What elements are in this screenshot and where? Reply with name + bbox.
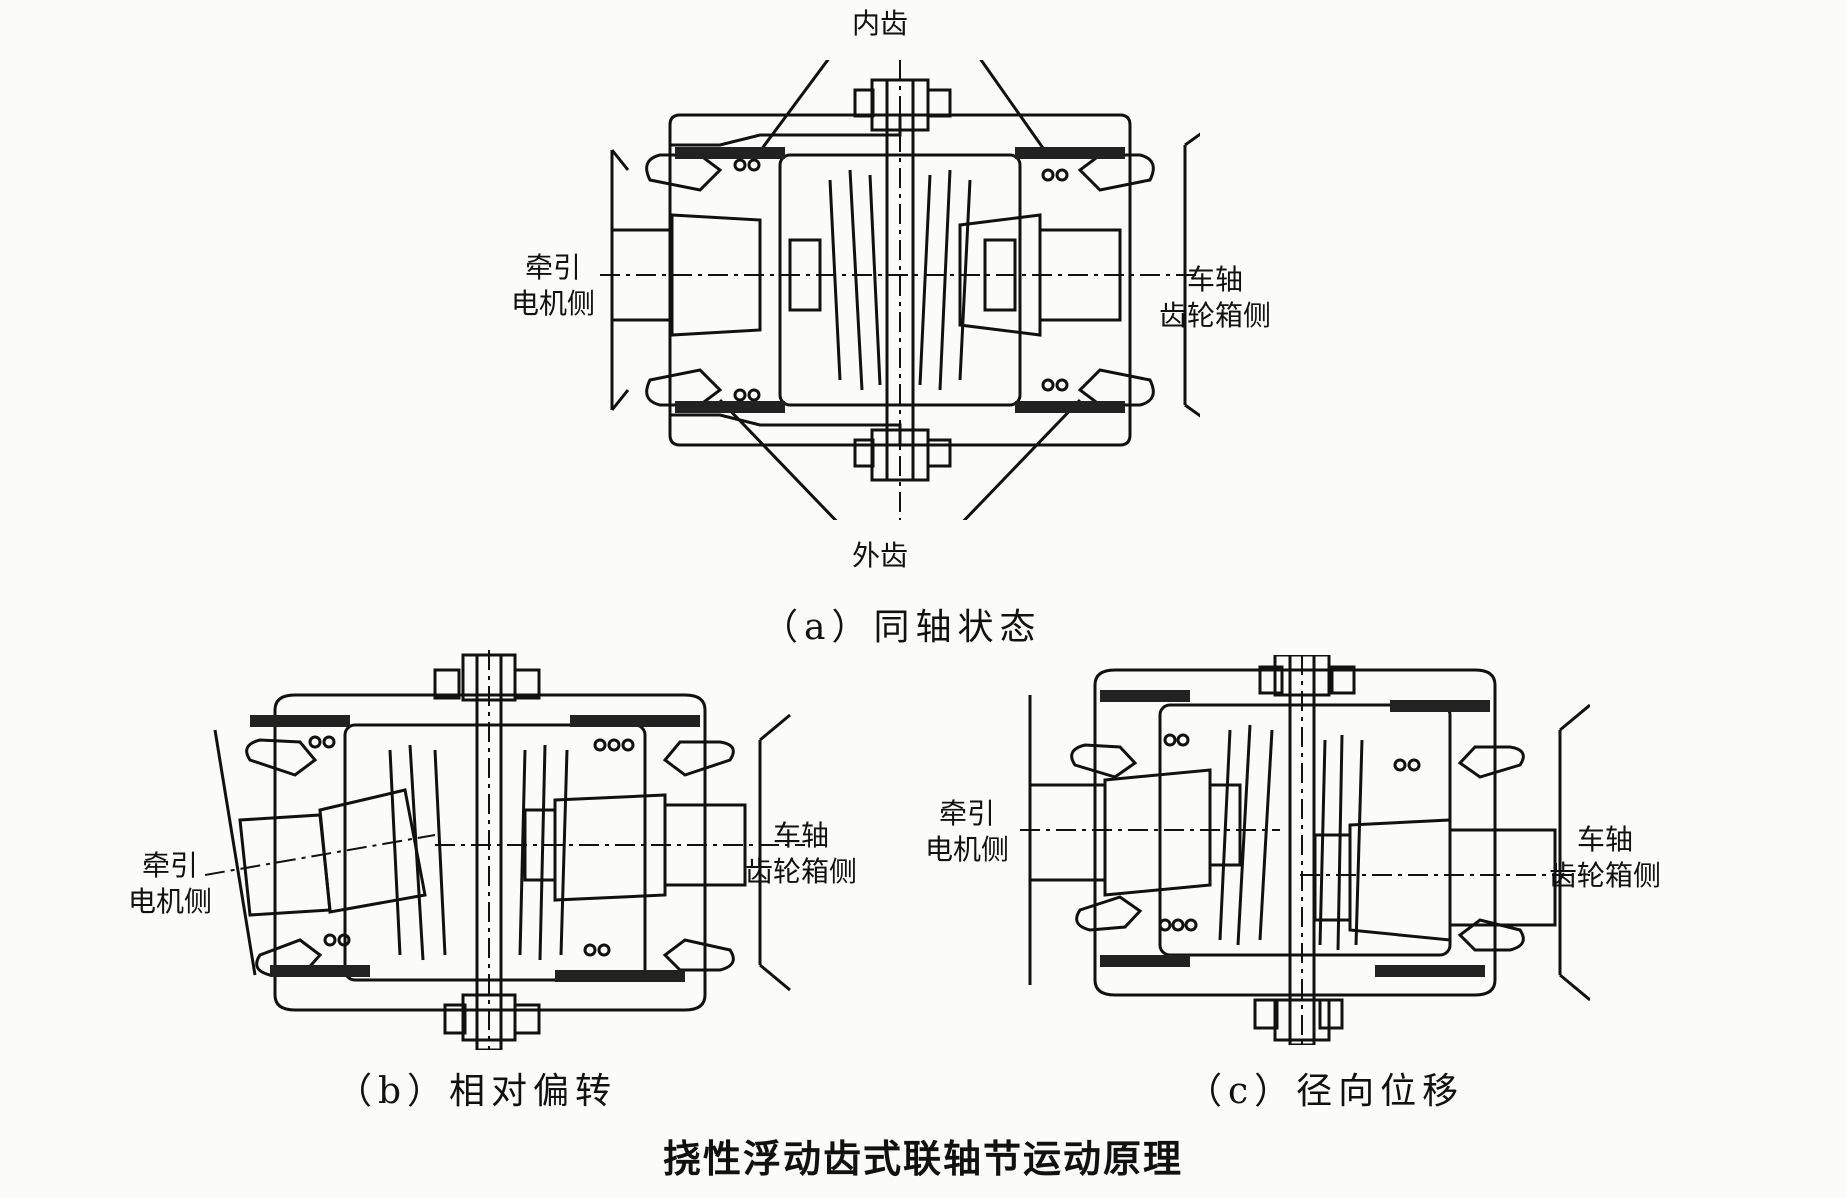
label-motor-side-b-line2: 电机侧 <box>127 885 212 918</box>
label-axle-side-a-line1: 车轴 <box>1186 263 1243 296</box>
label-motor-side-a-line2: 电机侧 <box>510 287 595 320</box>
label-motor-side-b: 牵引 电机侧 <box>115 848 225 920</box>
caption-a: （a）同轴状态 <box>762 607 1042 648</box>
label-axle-side-b: 车轴 齿轮箱侧 <box>736 818 866 890</box>
figure-title: 挠性浮动齿式联轴节运动原理 <box>662 1137 1183 1181</box>
caption-b: （b）相对偏转 <box>336 1071 618 1112</box>
label-motor-side-c-line1: 牵引 <box>938 797 995 830</box>
label-axle-side-a: 车轴 齿轮箱侧 <box>1150 262 1280 334</box>
figure-c-radial-displacement <box>1020 655 1590 1045</box>
label-motor-side-c: 牵引 电机侧 <box>912 796 1022 868</box>
label-axle-side-c-line1: 车轴 <box>1576 823 1633 856</box>
label-axle-side-b-line1: 车轴 <box>772 819 829 852</box>
label-axle-side-b-line2: 齿轮箱侧 <box>744 855 857 888</box>
label-motor-side-b-line1: 牵引 <box>141 849 198 882</box>
label-axle-side-c-line2: 齿轮箱侧 <box>1548 859 1661 892</box>
caption-c: （c）径向位移 <box>1186 1071 1465 1112</box>
label-inner-teeth: 内齿 <box>851 7 908 40</box>
coupling-drawing-b <box>205 650 805 1050</box>
label-axle-side-a-line2: 齿轮箱侧 <box>1158 299 1271 332</box>
label-motor-side-a: 牵引 电机侧 <box>498 250 608 322</box>
figure-a-coaxial <box>600 60 1200 520</box>
label-motor-side-a-line1: 牵引 <box>524 251 581 284</box>
coupling-drawing-c <box>1020 655 1590 1045</box>
label-axle-side-c: 车轴 齿轮箱侧 <box>1540 822 1670 894</box>
label-outer-teeth: 外齿 <box>851 539 908 572</box>
figure-b-relative-deflection <box>205 650 805 1050</box>
coupling-drawing-a <box>600 60 1200 520</box>
label-motor-side-c-line2: 电机侧 <box>924 833 1009 866</box>
